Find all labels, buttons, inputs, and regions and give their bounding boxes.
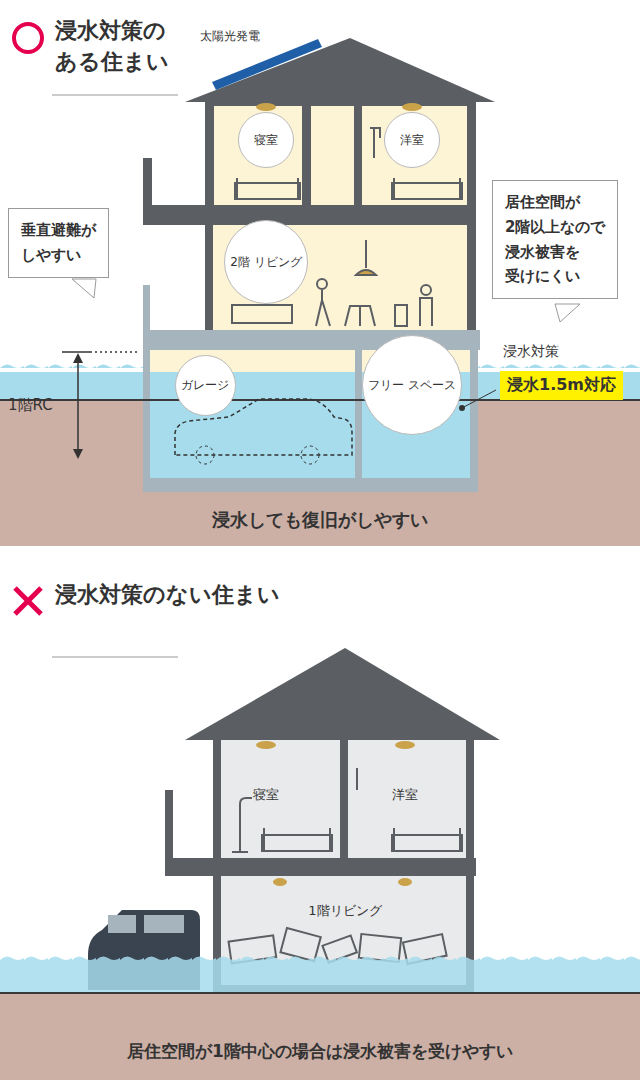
- label-text: 居住空間が1階中心の場合は浸水被害を受けやすい: [127, 1041, 513, 1061]
- callout-box: 垂直避難が しやすい: [8, 208, 109, 278]
- label-text: 洋室: [392, 787, 418, 802]
- label: 居住空間が1階中心の場合は浸水被害を受けやすい: [127, 1040, 513, 1063]
- solar-panel: [212, 39, 322, 90]
- roof: [185, 648, 500, 740]
- label-text: 浸水対策の ある住まい: [55, 16, 169, 78]
- label: 1階リビング: [308, 902, 381, 920]
- node-text: 2階 リビング: [230, 255, 301, 270]
- label: 寝室: [253, 786, 279, 804]
- room-circle: 洋室: [384, 112, 440, 168]
- ng-mark: [15, 588, 41, 614]
- label-text: 寝室: [253, 787, 279, 802]
- node-text: 居住空間が 2階以上なので 浸水被害を 受けにくい: [505, 190, 605, 289]
- label: 太陽光発電: [200, 28, 260, 45]
- callout-box: 居住空間が 2階以上なので 浸水被害を 受けにくい: [492, 180, 618, 299]
- label-text: 浸水対策: [503, 343, 559, 359]
- label: 1階RC: [8, 396, 53, 415]
- section-title: 浸水対策の ある住まい: [55, 16, 169, 78]
- label-text: 浸水しても復旧がしやすい: [212, 509, 428, 530]
- node-text: ガレージ: [181, 378, 229, 393]
- room-circle: 寝室: [238, 112, 294, 168]
- label-text: 浸水対策のない住まい: [55, 580, 280, 611]
- room-circle: 2階 リビング: [224, 220, 308, 304]
- label: 浸水対策: [503, 343, 559, 361]
- node-text: 垂直避難が しやすい: [21, 218, 96, 268]
- label: 浸水しても復旧がしやすい: [212, 508, 428, 532]
- label: 洋室: [392, 786, 418, 804]
- node-text: 洋室: [400, 133, 424, 148]
- highlight-box: 浸水1.5m対応: [500, 371, 623, 400]
- node-text: フリー スペース: [368, 378, 456, 393]
- ground: [0, 993, 640, 1080]
- label-text: 1階リビング: [308, 903, 381, 918]
- roof: [185, 38, 495, 102]
- label-text: 太陽光発電: [200, 29, 260, 43]
- room-circle: フリー スペース: [362, 335, 462, 435]
- water: [0, 960, 640, 993]
- node-text: 浸水1.5m対応: [507, 375, 616, 394]
- section-title: 浸水対策のない住まい: [55, 580, 280, 611]
- room-circle: ガレージ: [175, 355, 236, 416]
- ok-mark: [14, 24, 42, 52]
- label-text: 1階RC: [8, 396, 53, 414]
- node-text: 寝室: [254, 133, 278, 148]
